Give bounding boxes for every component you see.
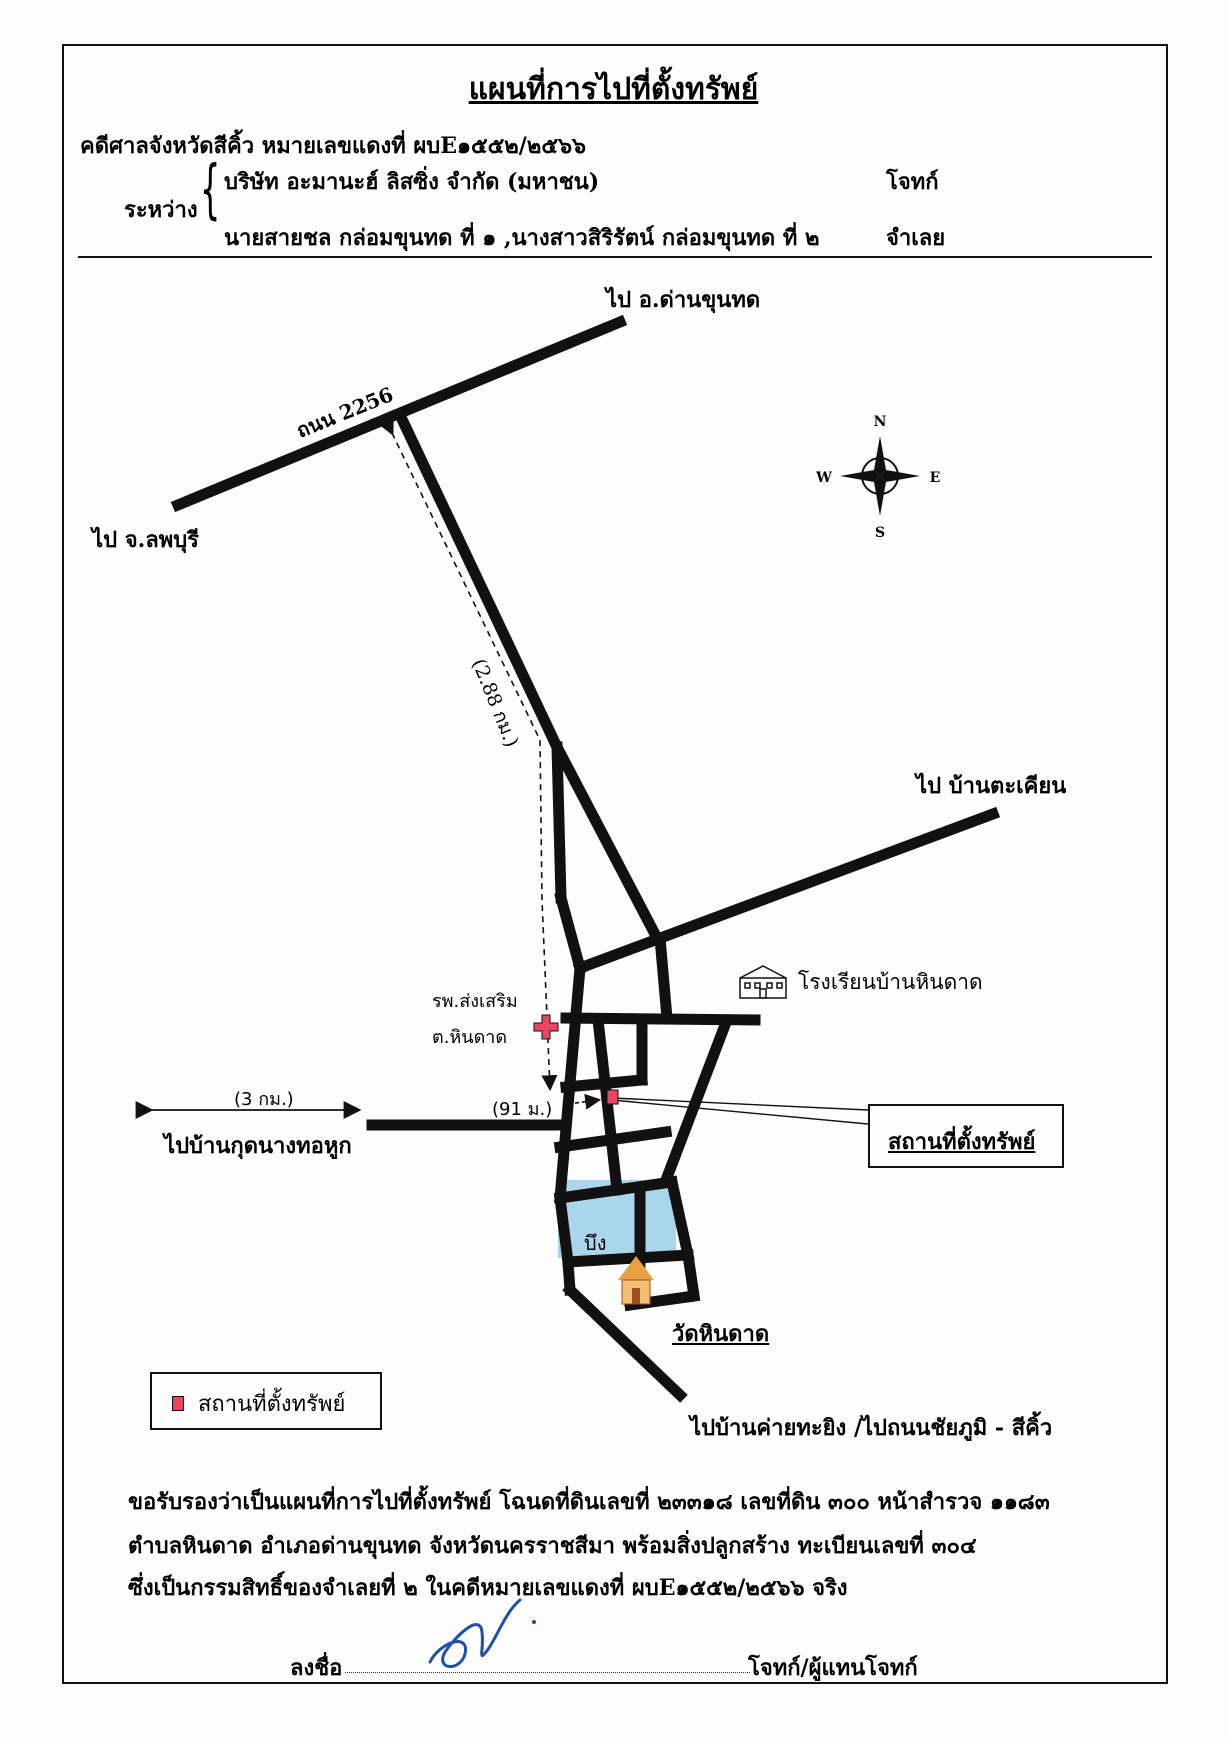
road-pond-west bbox=[553, 1191, 575, 1269]
signature-role: โจทก์/ผู้แทนโจทก์ bbox=[748, 1655, 918, 1681]
label-to-dankhuntod: ไป อ.ด่านขุนทด bbox=[606, 287, 761, 313]
property-marker bbox=[606, 1089, 619, 1105]
distance-91m-arrow bbox=[567, 1093, 602, 1110]
case-number: คดีศาลจังหวัดสีคิ้ว หมายเลขแดงที่ ผบE๑๕๕… bbox=[80, 133, 586, 159]
legend-label: สถานที่ตั้งทรัพย์ bbox=[198, 1392, 346, 1417]
label-hospital-1: รพ.ส่งเสริม bbox=[432, 991, 518, 1012]
temple-icon bbox=[618, 1256, 654, 1305]
road-inner bbox=[591, 1013, 624, 1197]
compass-e: E bbox=[930, 470, 941, 486]
compass-n: N bbox=[874, 414, 887, 430]
label-91m: (91 ม.) bbox=[492, 1099, 553, 1120]
plaintiff-name: บริษัท อะมานะฮ์ ลิสซิ่ง จำกัด (มหาชน) bbox=[224, 169, 600, 195]
page-title: แผนที่การไปที่ตั้งทรัพย์ bbox=[468, 72, 759, 107]
label-to-ban-kud: ไปบ้านกุดนางทอหูก bbox=[164, 1133, 352, 1159]
plaintiff-role: โจทก์ bbox=[886, 169, 939, 195]
compass-w: W bbox=[815, 470, 832, 486]
road-connector bbox=[654, 932, 673, 1024]
main-road-east-branch bbox=[549, 739, 665, 946]
label-hospital-2: ต.หินดาด bbox=[432, 1027, 508, 1048]
main-road bbox=[392, 407, 565, 755]
distance-dashed-line bbox=[379, 417, 558, 1092]
callout-leader-1 bbox=[611, 1097, 869, 1111]
road-segment bbox=[554, 891, 587, 975]
road-pond-east bbox=[665, 1175, 695, 1262]
between-label: ระหว่าง bbox=[124, 197, 198, 223]
label-to-ban-takhian: ไป บ้านตะเคียน bbox=[916, 773, 1067, 799]
property-callout-box bbox=[868, 1104, 1064, 1168]
road-inner-3 bbox=[560, 1074, 648, 1093]
road-pond-south bbox=[562, 1249, 694, 1268]
main-road-west-branch bbox=[551, 741, 567, 904]
certification-line-1: ขอรับรองว่าเป็นแผนที่การไปที่ตั้งทรัพย์ … bbox=[128, 1489, 1050, 1515]
defendant-role: จำเลย bbox=[886, 225, 946, 251]
pond-label: บึง bbox=[584, 1231, 606, 1255]
school-icon bbox=[739, 965, 787, 999]
property-callout-label: สถานที่ตั้งทรัพย์ bbox=[888, 1129, 1036, 1155]
road-temple-east bbox=[681, 1248, 701, 1303]
road-inner-4 bbox=[553, 1125, 673, 1154]
road-to-ban-takhian bbox=[572, 806, 1001, 976]
legend: สถานที่ตั้งทรัพย์ bbox=[150, 1372, 382, 1430]
signature-line bbox=[345, 1672, 750, 1673]
header-divider bbox=[78, 256, 1152, 258]
certification-line-3: ซึ่งเป็นกรรมสิทธิ์ของจำเลยที่ ๒ ในคดีหมา… bbox=[128, 1575, 848, 1601]
signature-label: ลงชื่อ bbox=[290, 1655, 343, 1681]
callout-leader-2 bbox=[611, 1099, 869, 1125]
label-to-south: ไปบ้านค่ายทะยิง /ไปถนนชัยภูมิ - สีคิ้ว bbox=[690, 1415, 1053, 1441]
document-frame bbox=[62, 44, 1168, 1684]
distance-main-label: (2.88 กม.) bbox=[467, 656, 522, 751]
label-temple: วัดหินดาด bbox=[672, 1321, 770, 1347]
hospital-icon bbox=[533, 1014, 559, 1040]
label-3km: (3 กม.) bbox=[234, 1089, 294, 1110]
road-to-south bbox=[562, 1282, 688, 1403]
defendant-names: นายสายชล กล่อมขุนทด ที่ ๑ ,นางสาวสิริรัต… bbox=[224, 225, 820, 251]
brace-glyph: { bbox=[200, 153, 221, 227]
compass-s: S bbox=[875, 525, 885, 541]
legend-property-swatch bbox=[172, 1396, 184, 1411]
compass-icon: N S E W bbox=[815, 414, 940, 541]
handwritten-signature bbox=[428, 1598, 536, 1668]
label-to-lopburi: ไป จ.ลพบุรี bbox=[92, 527, 200, 553]
road-pond-north bbox=[553, 1175, 679, 1205]
certification-line-2: ตำบลหินดาด อำเภอด่านขุนทด จังหวัดนครราชส… bbox=[128, 1533, 977, 1559]
label-school: โรงเรียนบ้านหินดาด bbox=[798, 970, 983, 994]
